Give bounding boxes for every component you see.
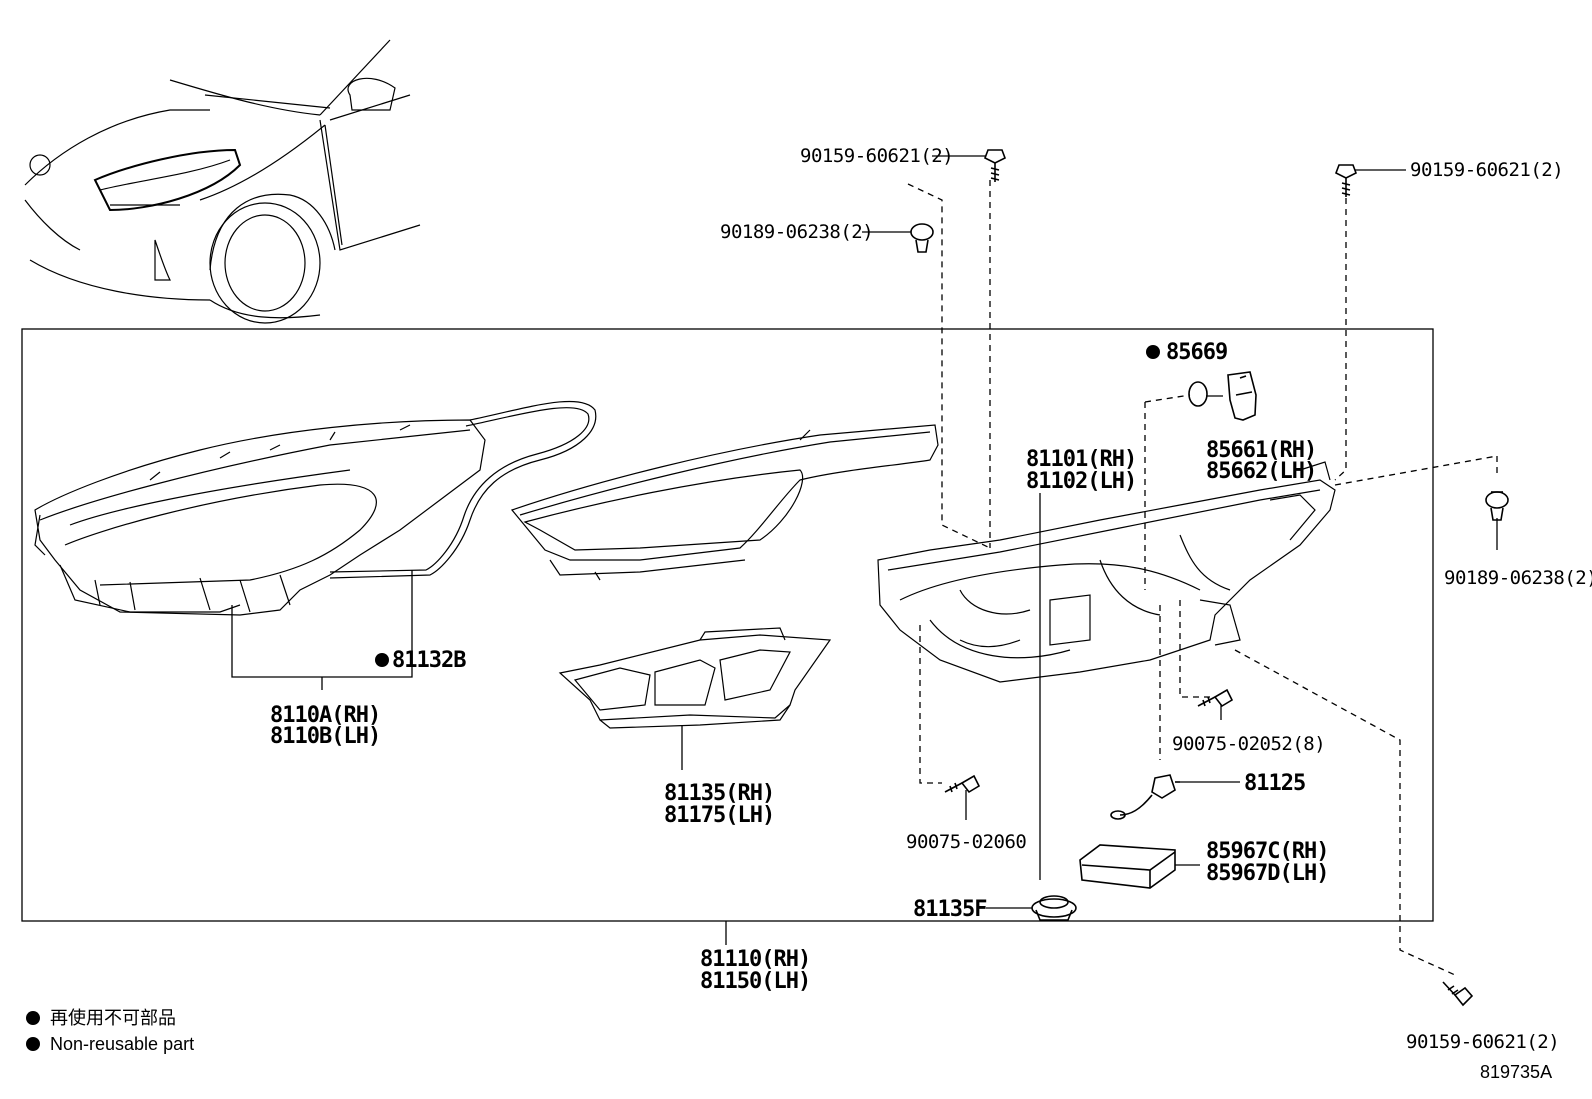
label-drl-lh: 81175(LH) <box>664 803 774 828</box>
headlamp-lens-drawing <box>34 400 597 616</box>
bolt-icon <box>1334 164 1358 197</box>
label-bolt-top-center: 90159-60621(2) <box>800 145 953 167</box>
label-bulb: 81125 <box>1244 771 1305 796</box>
label-cord: 81132B <box>392 648 466 673</box>
seal-ring-icon <box>1188 381 1208 407</box>
label-actuator-line2: 85662(LH) <box>1206 459 1316 484</box>
label-assembly-rh: 81110(RH) <box>700 947 810 972</box>
label-screw: 90075-02060 <box>906 831 1026 853</box>
ecu-module-icon <box>1079 844 1176 889</box>
label-assembly-lh: 81150(LH) <box>700 969 810 994</box>
label-lens-lh: 8110B(LH) <box>270 724 380 749</box>
housing-drawing <box>877 461 1336 683</box>
label-screw-8: 90075-02052(8) <box>1172 733 1325 755</box>
illustration-ref-code: 819735A <box>1480 1062 1552 1082</box>
label-actuator-lh: 85662(LH) <box>1206 459 1316 484</box>
cap-icon <box>1031 895 1077 921</box>
clip-icon <box>1485 491 1509 521</box>
assembly-frame <box>21 328 1434 922</box>
screw-icon <box>944 774 981 794</box>
bulb-socket-icon <box>1110 774 1180 820</box>
label-drl-rh: 81135(RH) <box>664 781 774 806</box>
bolt-icon <box>1442 981 1474 1007</box>
label-bolt-top-right: 90159-60621(2) <box>1410 159 1563 181</box>
label-clip-right: 90189-06238(2) <box>1444 567 1592 589</box>
actuator-icon <box>1227 371 1257 421</box>
label-housing-rh: 81101(RH) <box>1026 447 1136 472</box>
label-cap: 81135F <box>913 897 986 922</box>
label-ecu-lh: 85967D(LH) <box>1206 861 1328 886</box>
legend-jp: 再使用不可部品 <box>50 1008 176 1028</box>
label-actuator-line1: 85661(RH) <box>1206 438 1316 463</box>
label-clip-top-left: 90189-06238(2) <box>720 221 873 243</box>
label-ecu-rh: 85967C(RH) <box>1206 839 1328 864</box>
bolt-icon <box>983 149 1007 182</box>
screw-icon <box>1197 688 1234 708</box>
vehicle-location-illustration <box>24 39 421 324</box>
clip-icon <box>910 223 934 253</box>
drl-unit-drawing <box>558 627 832 729</box>
label-seal: 85669 <box>1166 340 1227 365</box>
legend-marker-icon <box>26 1011 40 1025</box>
legend-en: Non-reusable part <box>50 1034 194 1054</box>
non-reusable-marker-icon <box>375 653 389 667</box>
dashed-top-center <box>907 183 991 549</box>
label-housing-lh: 81102(LH) <box>1026 469 1136 494</box>
bezel-drawing <box>510 424 939 581</box>
non-reusable-marker-icon <box>1146 345 1160 359</box>
legend-marker-icon <box>26 1037 40 1051</box>
label-bolt-bottom-right: 90159-60621(2) <box>1406 1031 1559 1053</box>
label-actuator-rh: 85661(RH) <box>1206 438 1316 463</box>
label-lens-rh: 8110A(RH) <box>270 703 380 728</box>
